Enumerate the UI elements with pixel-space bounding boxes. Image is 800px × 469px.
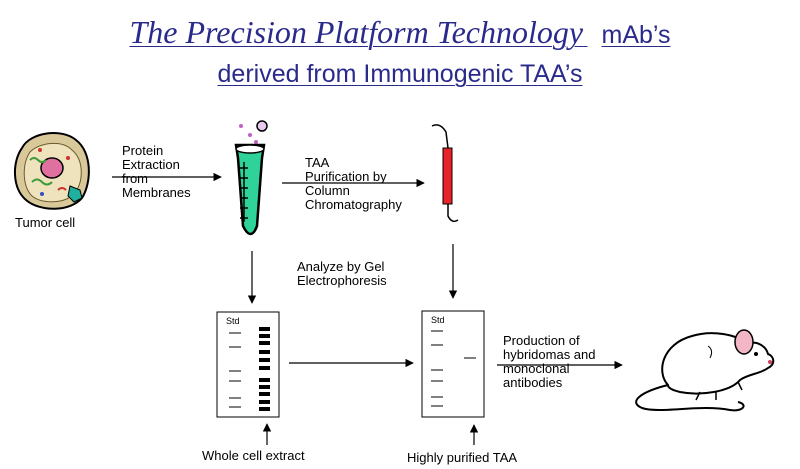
title-line-2: derived from Immunogenic TAA’s (0, 60, 800, 89)
title-main: The Precision Platform Technology (129, 14, 584, 50)
tumor-cell-label: Tumor cell (15, 215, 76, 230)
highly-purified-label: Highly purified TAA (407, 450, 518, 465)
std-label-left: Std (226, 316, 240, 326)
test-tube-icon (234, 120, 268, 236)
gel-purified-taa (421, 310, 485, 418)
production-label: Production of hybridomas and monoclonal … (503, 333, 596, 390)
protein-extraction-label: Protein Extraction from Membranes (122, 143, 191, 200)
std-label-right: Std (431, 315, 445, 325)
chromatography-column-icon (431, 124, 459, 223)
whole-cell-extract-label: Whole cell extract (202, 448, 305, 463)
mouse-icon (635, 329, 775, 412)
title-line-1: The Precision Platform Technology mAb’s (129, 14, 670, 51)
slide-title: The Precision Platform Technology mAb’s (0, 14, 800, 51)
title-subtitle: derived from Immunogenic TAA’s (217, 60, 583, 88)
taa-purification-label: TAA Purification by Column Chromatograph… (305, 155, 402, 212)
title-suffix: mAb’s (601, 21, 671, 49)
gel-whole-cell (216, 311, 280, 418)
analyze-gel-label: Analyze by Gel Electrophoresis (297, 259, 387, 288)
tumor-cell-icon (14, 132, 90, 210)
